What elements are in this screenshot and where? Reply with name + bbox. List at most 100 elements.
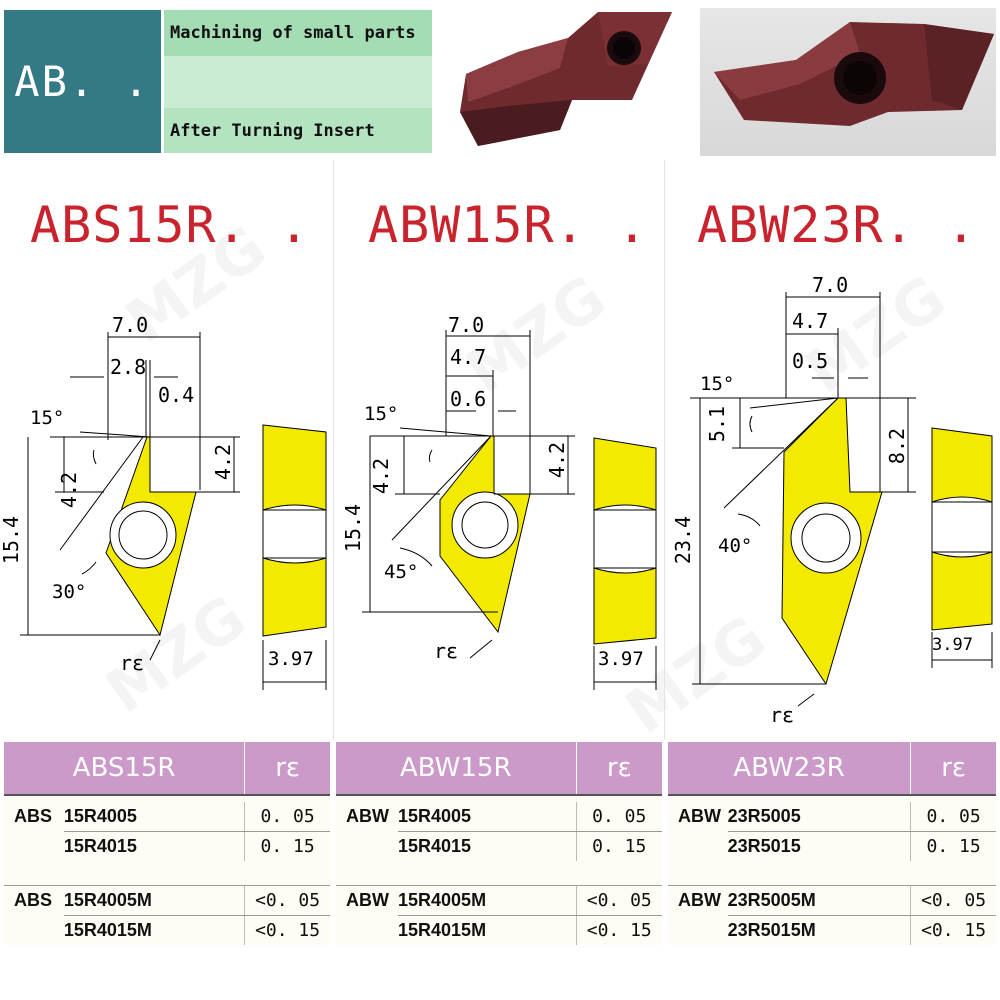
dim-width: 7.0 bbox=[812, 273, 848, 297]
insert-drawing-abw23r: 7.0 4.7 0.5 15° 5.1 8.2 23.4 40° rε 3.97 bbox=[671, 273, 993, 727]
table-header: ABS15R bbox=[4, 742, 245, 795]
row-prefix: ABW bbox=[336, 885, 398, 916]
row-code: 15R4015M bbox=[398, 915, 576, 945]
product-title: ABS15R. . bbox=[30, 196, 310, 254]
dim-depth-left: 4.2 bbox=[369, 458, 393, 494]
row-code: 15R4005M bbox=[63, 885, 245, 916]
dim-depth-right: 4.2 bbox=[211, 444, 235, 480]
insert-drawing-abw15r: 7.0 4.7 0.6 15° 4.2 4.2 15.4 45° rε 3.97 bbox=[341, 313, 657, 690]
table-row: 15R4015M<0. 15 bbox=[4, 915, 330, 945]
row-prefix: ABS bbox=[4, 885, 64, 916]
table-header: ABW15R bbox=[336, 742, 576, 795]
row-prefix: ABW bbox=[668, 802, 728, 832]
dim-depth-right: 8.2 bbox=[885, 428, 909, 464]
dim-angle-top: 15° bbox=[364, 403, 398, 425]
row-code: 15R4005 bbox=[398, 802, 576, 832]
dim-depth-left: 5.1 bbox=[705, 406, 729, 442]
dim-radius: rε bbox=[770, 703, 794, 727]
row-re: <0. 15 bbox=[910, 915, 996, 945]
dim-radius: rε bbox=[434, 639, 458, 663]
dim-depth-left: 4.2 bbox=[57, 472, 81, 508]
dim-length: 15.4 bbox=[341, 504, 365, 552]
row-re: 0. 05 bbox=[910, 802, 996, 832]
dim-length: 23.4 bbox=[671, 516, 695, 564]
dim-tip: 0.4 bbox=[158, 383, 194, 407]
dim-tip: 0.6 bbox=[450, 387, 486, 411]
dim-width: 7.0 bbox=[112, 313, 148, 337]
row-prefix bbox=[668, 915, 728, 945]
dim-angle-bottom: 30° bbox=[52, 581, 86, 603]
row-prefix bbox=[4, 831, 64, 861]
row-prefix bbox=[336, 831, 398, 861]
row-prefix bbox=[4, 915, 64, 945]
insert-photo-1 bbox=[448, 8, 686, 156]
row-re: 0. 05 bbox=[244, 802, 330, 832]
table-row: 15R4015M<0. 15 bbox=[336, 915, 662, 945]
row-code: 15R4015 bbox=[398, 831, 576, 861]
product-title: ABW15R. . bbox=[368, 196, 648, 254]
column-divider bbox=[664, 160, 665, 740]
dim-angle-top: 15° bbox=[700, 373, 734, 395]
row-re: 0. 15 bbox=[910, 831, 996, 861]
banner-line-2: After Turning Insert bbox=[164, 108, 432, 153]
row-code: 23R5005M bbox=[727, 885, 911, 916]
dim-radius: rε bbox=[120, 651, 144, 675]
row-code: 23R5015 bbox=[727, 831, 911, 861]
product-title: ABW23R. . bbox=[697, 196, 977, 254]
table-row: 23R5015M<0. 15 bbox=[668, 915, 996, 945]
series-code-banner: AB. . bbox=[4, 10, 161, 153]
dim-depth-right: 4.2 bbox=[545, 442, 569, 478]
row-code: 23R5005 bbox=[727, 802, 911, 832]
table-header-re: rε bbox=[575, 742, 662, 795]
table-header-re: rε bbox=[910, 742, 996, 795]
row-code: 15R4015 bbox=[63, 831, 245, 861]
insert-photo-2 bbox=[700, 8, 996, 156]
dim-thickness: 3.97 bbox=[598, 648, 644, 670]
dim-angle-bottom: 45° bbox=[384, 561, 418, 583]
row-prefix: ABW bbox=[668, 885, 728, 916]
dim-length: 15.4 bbox=[0, 516, 23, 564]
row-re: <0. 05 bbox=[575, 885, 662, 916]
row-code: 15R4005M bbox=[398, 885, 576, 916]
row-prefix: ABS bbox=[4, 802, 64, 832]
row-re: <0. 15 bbox=[575, 915, 662, 945]
row-prefix bbox=[336, 915, 398, 945]
row-re: <0. 05 bbox=[910, 885, 996, 916]
row-re: <0. 05 bbox=[244, 885, 330, 916]
dim-angle-bottom: 40° bbox=[718, 535, 752, 557]
column-divider bbox=[333, 160, 334, 740]
row-code: 15R4015M bbox=[63, 915, 245, 945]
dim-upper: 2.8 bbox=[110, 355, 146, 379]
row-re: 0. 15 bbox=[575, 831, 662, 861]
row-re: 0. 05 bbox=[575, 802, 662, 832]
row-code: 15R4005 bbox=[63, 802, 245, 832]
row-code: 23R5015M bbox=[727, 915, 911, 945]
row-re: <0. 15 bbox=[244, 915, 330, 945]
dim-angle-top: 15° bbox=[30, 407, 64, 429]
row-re: 0. 15 bbox=[244, 831, 330, 861]
table-header: ABW23R bbox=[668, 742, 911, 795]
row-prefix bbox=[668, 831, 728, 861]
row-prefix: ABW bbox=[336, 802, 398, 832]
dim-thickness: 3.97 bbox=[932, 635, 973, 655]
banner-spacer bbox=[164, 56, 432, 108]
insert-drawing-abs15r: 7.0 2.8 0.4 15° 4.2 4.2 15.4 30° rε 3.97 bbox=[0, 313, 327, 690]
dim-width: 7.0 bbox=[448, 313, 484, 337]
dim-upper: 4.7 bbox=[450, 345, 486, 369]
dim-tip: 0.5 bbox=[792, 349, 828, 373]
banner-line-1: Machining of small parts bbox=[164, 10, 432, 56]
dim-upper: 4.7 bbox=[792, 309, 828, 333]
dim-thickness: 3.97 bbox=[268, 648, 314, 670]
